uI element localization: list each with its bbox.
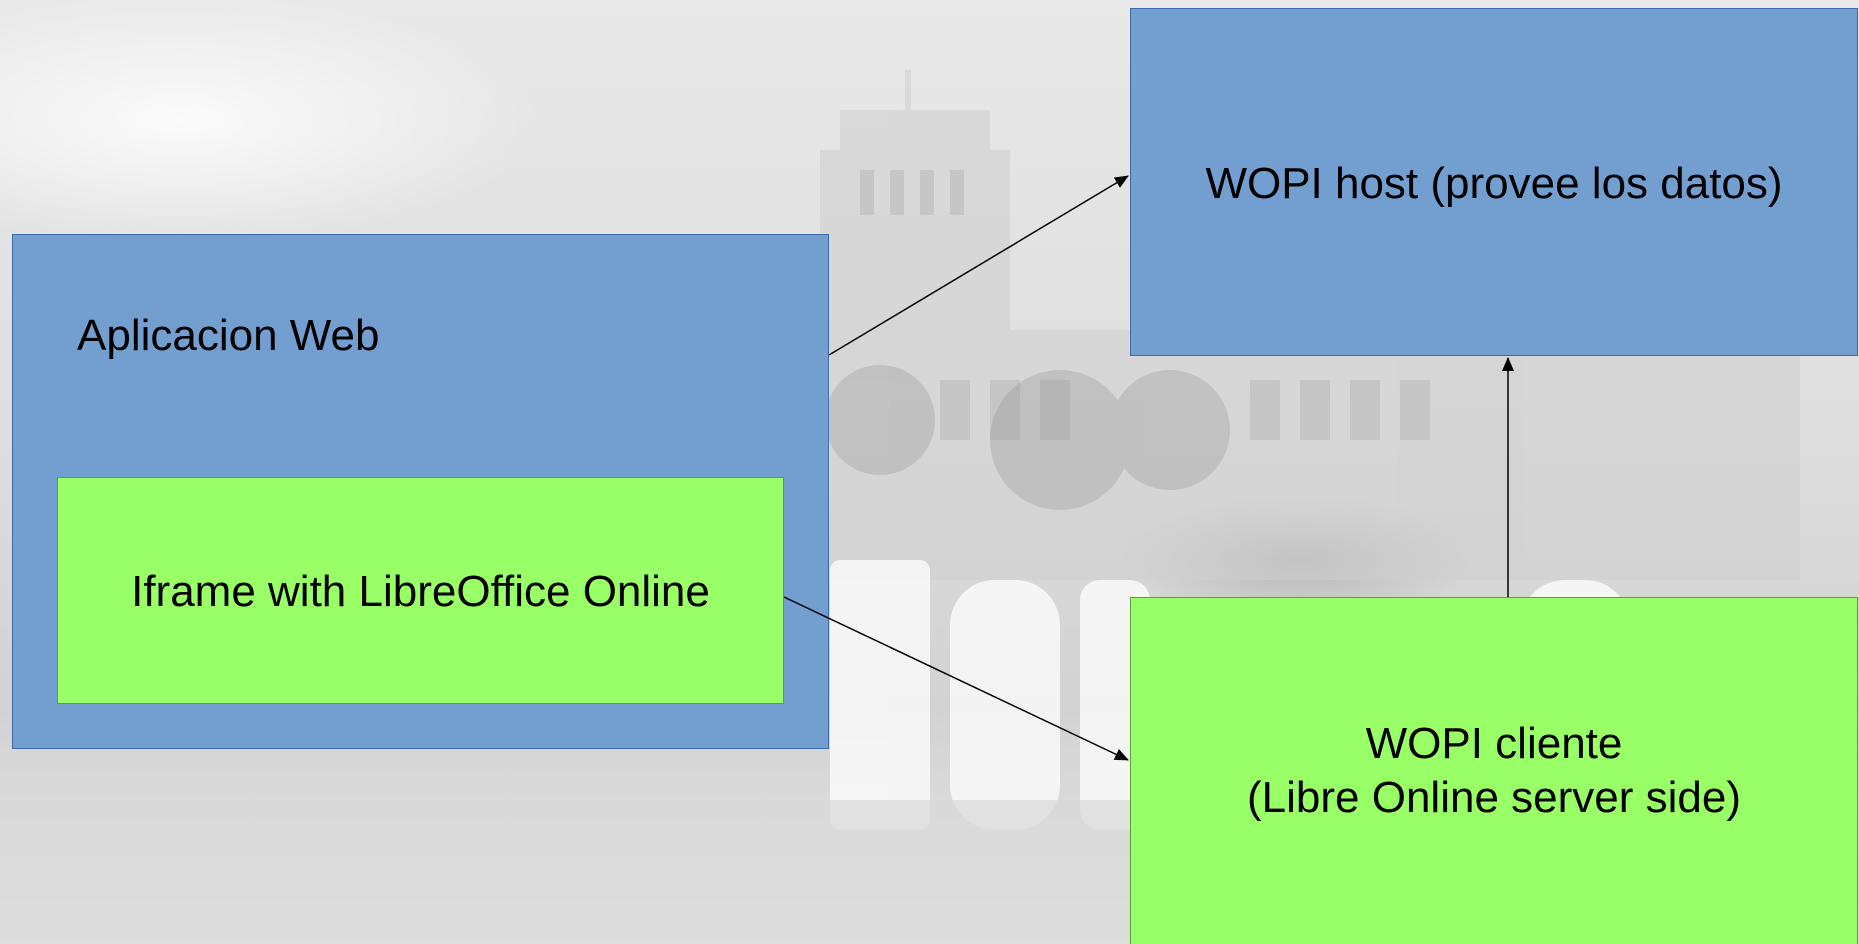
wopi-client-box: WOPI cliente (Libre Online server side) (1130, 597, 1858, 944)
wopi-client-label: WOPI cliente (Libre Online server side) (1131, 717, 1857, 825)
iframe-libreoffice-label: Iframe with LibreOffice Online (131, 567, 710, 616)
iframe-libreoffice-box: Iframe with LibreOffice Online (57, 477, 784, 704)
wopi-host-label: WOPI host (provee los datos) (1205, 159, 1783, 208)
arrow-iframe-to-wopi-client (783, 596, 1129, 761)
wopi-client-label-line2: (Libre Online server side) (1247, 773, 1741, 822)
web-application-label: Aplicacion Web (77, 311, 380, 360)
wopi-host-box: WOPI host (provee los datos) (1130, 8, 1858, 356)
wopi-client-label-line1: WOPI cliente (1365, 719, 1623, 768)
arrow-webapp-to-wopi-host (828, 175, 1129, 356)
